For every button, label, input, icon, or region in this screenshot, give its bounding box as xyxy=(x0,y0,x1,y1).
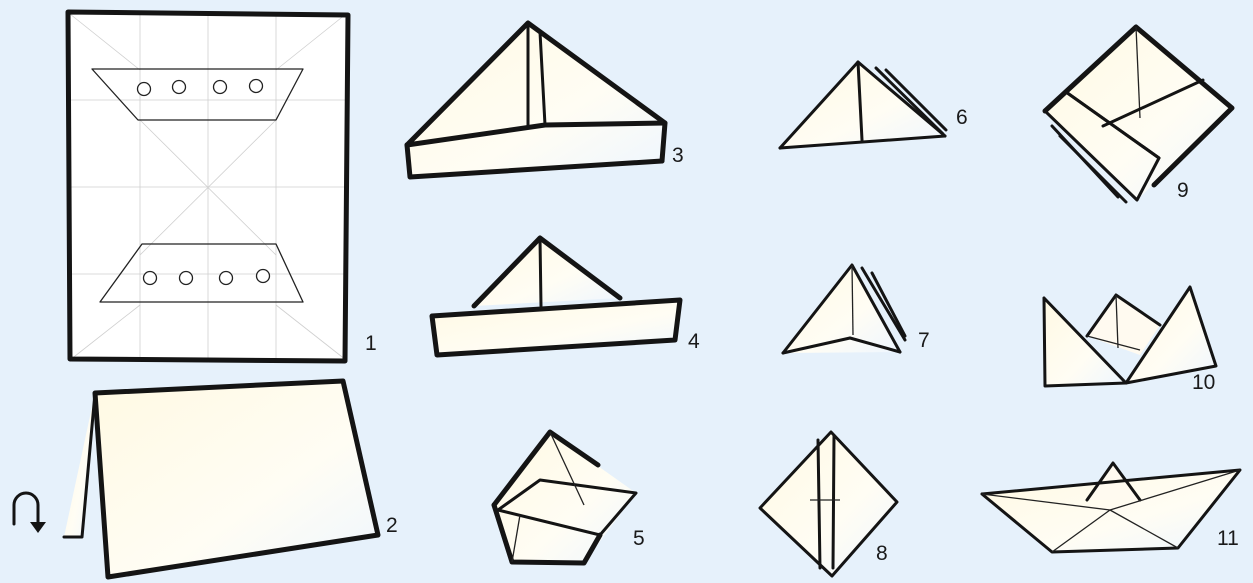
step-number-1: 1 xyxy=(365,332,377,355)
step-6-triangle xyxy=(780,62,946,148)
step-number-3: 3 xyxy=(672,144,684,167)
step-4-hat-brim xyxy=(432,238,680,355)
step-1-sheet xyxy=(68,12,348,361)
step-number-8: 8 xyxy=(876,542,888,565)
step-number-9: 9 xyxy=(1177,179,1189,202)
step-number-4: 4 xyxy=(688,330,700,353)
step-11-paper-boat xyxy=(982,463,1240,552)
step-number-11: 11 xyxy=(1217,527,1239,550)
step-number-6: 6 xyxy=(956,106,968,129)
step-2-folded-sheet xyxy=(64,381,378,577)
step-number-5: 5 xyxy=(633,527,645,550)
step-10-opening-boat xyxy=(1044,287,1216,386)
step-number-2: 2 xyxy=(386,514,398,537)
step-number-7: 7 xyxy=(918,329,930,352)
step-9-folded-square xyxy=(1045,27,1232,202)
step-3-hat xyxy=(407,23,665,177)
step-5-diamond-fold xyxy=(494,432,636,563)
turn-over-arrow-icon xyxy=(14,493,46,533)
step-7-triangle-open xyxy=(783,265,905,353)
step-number-10: 10 xyxy=(1192,371,1215,394)
